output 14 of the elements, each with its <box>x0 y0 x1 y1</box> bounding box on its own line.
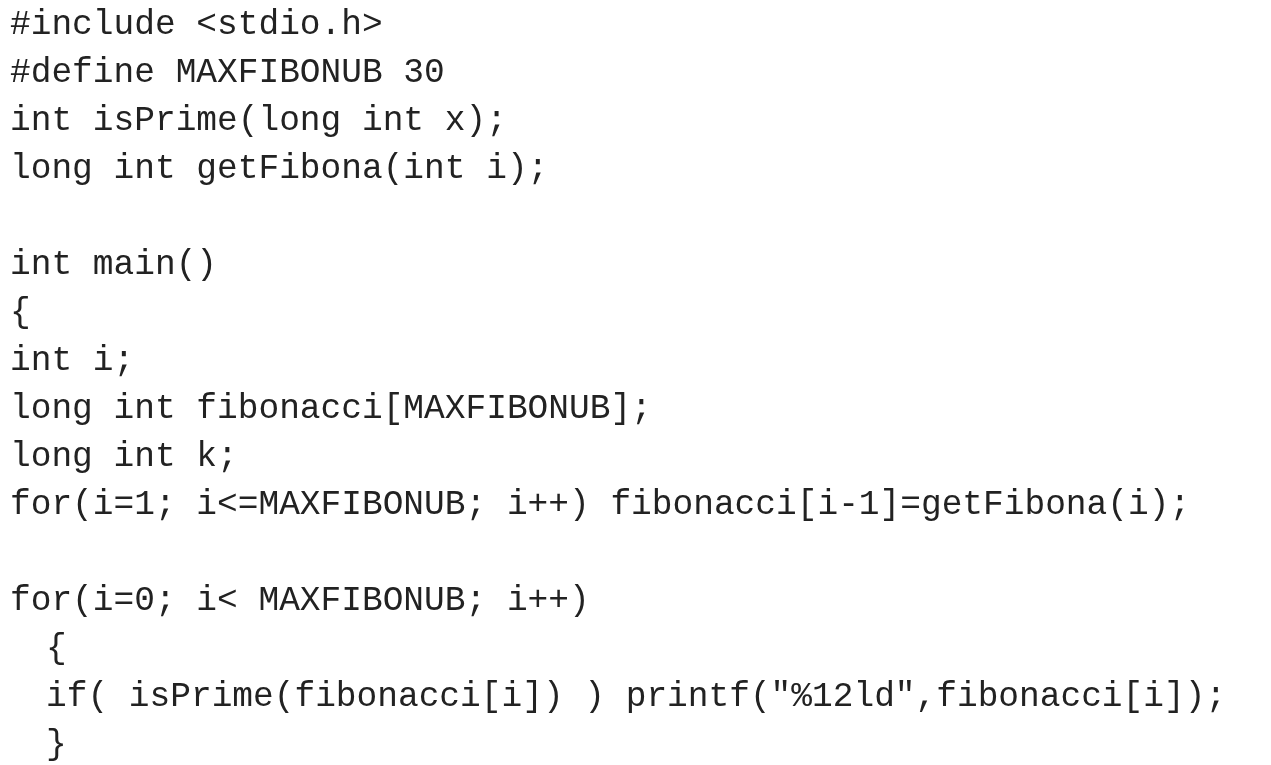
code-line: #include <stdio.h> <box>10 5 383 45</box>
code-line: } <box>46 725 67 765</box>
code-line: #define MAXFIBONUB 30 <box>10 53 445 93</box>
code-line: int main() <box>10 245 218 285</box>
code-line: { <box>46 629 67 669</box>
code-line: long int fibonacci[MAXFIBONUB]; <box>10 389 652 429</box>
code-line: for(i=1; i<=MAXFIBONUB; i++) fibonacci[i-1]=getFibona(i); <box>10 485 1191 525</box>
code-line: { <box>10 293 31 333</box>
code-line: int i; <box>10 341 135 381</box>
code-line: long int getFibona(int i); <box>10 149 549 189</box>
code-line: if( isPrime(fibonacci[i]) ) printf("%12ld",fibonacci[i]); <box>46 677 1227 717</box>
code-line: int isPrime(long int x); <box>10 101 507 141</box>
code-line: for(i=0; i< MAXFIBONUB; i++) <box>10 581 590 621</box>
code-line: long int k; <box>10 437 238 477</box>
